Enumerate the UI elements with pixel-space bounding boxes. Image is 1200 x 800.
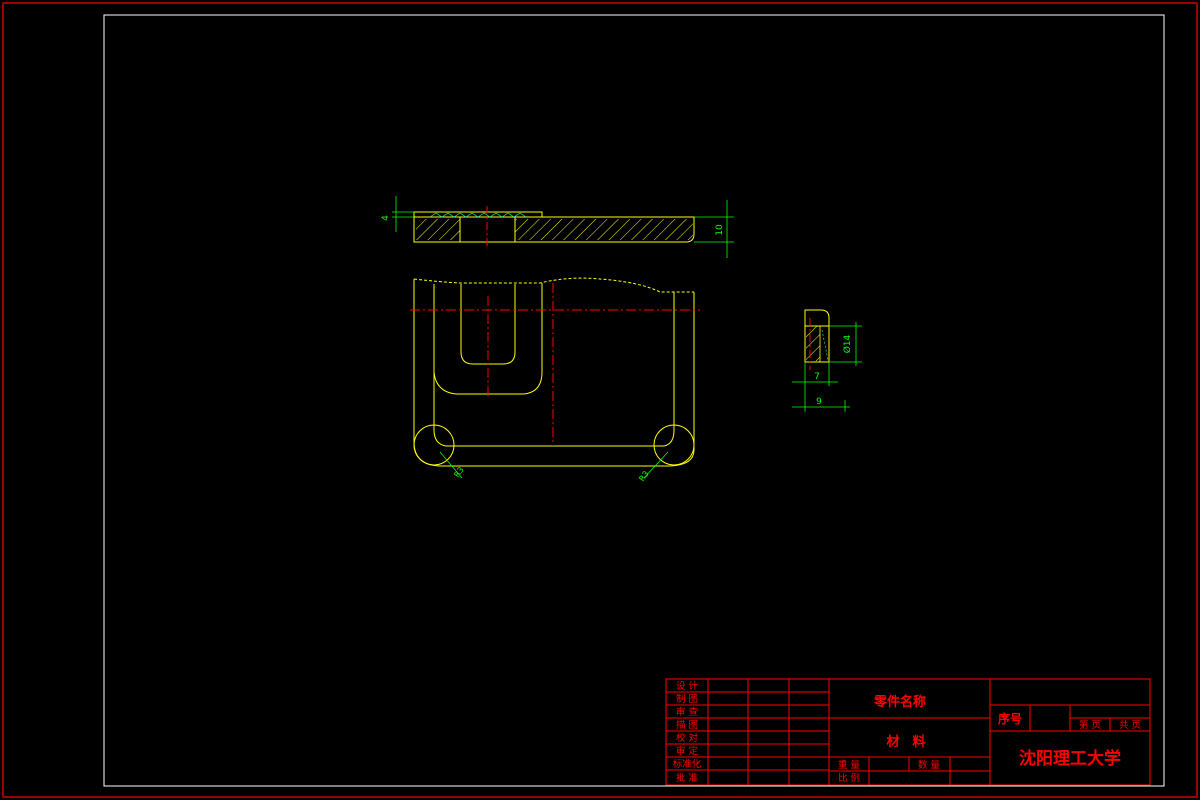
seq-label: 序号: [998, 711, 1022, 726]
weight-label: 重 量: [838, 759, 861, 771]
dim-side-height: Ø14: [842, 334, 853, 353]
label-check: 校 对: [676, 732, 699, 744]
label-review: 审 查: [676, 706, 699, 718]
scale-label: 比 例: [838, 772, 860, 784]
title-block-labels: 设 计 制 图 审 查 描 图 校 对 审 定 标准化 批 准: [673, 680, 702, 784]
label-design: 设 计: [676, 680, 699, 692]
dim-radius-right: R3: [637, 469, 650, 483]
dim-top-right: 10: [715, 224, 725, 236]
quantity-label: 数 量: [918, 759, 941, 771]
top-section-view: [392, 196, 734, 258]
label-ratify: 批 准: [676, 772, 699, 784]
part-name: 零件名称: [873, 694, 926, 710]
sheet-label: 第 页: [1079, 719, 1101, 731]
label-approve: 审 定: [676, 745, 699, 757]
material-label: 材 料: [886, 734, 925, 750]
dim-side-width-2: 9: [816, 397, 822, 407]
dim-radius-left: R3: [452, 465, 465, 479]
label-standard: 标准化: [673, 758, 702, 770]
school-name: 沈阳理工大学: [1019, 748, 1121, 769]
label-trace: 描 图: [676, 719, 698, 731]
dim-side-width-1: 7: [814, 372, 820, 382]
side-section-view: [792, 309, 862, 412]
main-plan-view: [410, 277, 700, 479]
title-block: [665, 678, 1151, 786]
label-drawing: 制 图: [676, 693, 698, 705]
dim-top-left: 4: [381, 215, 391, 221]
total-label: 共 页: [1119, 720, 1141, 731]
inner-frame: [103, 14, 1165, 787]
